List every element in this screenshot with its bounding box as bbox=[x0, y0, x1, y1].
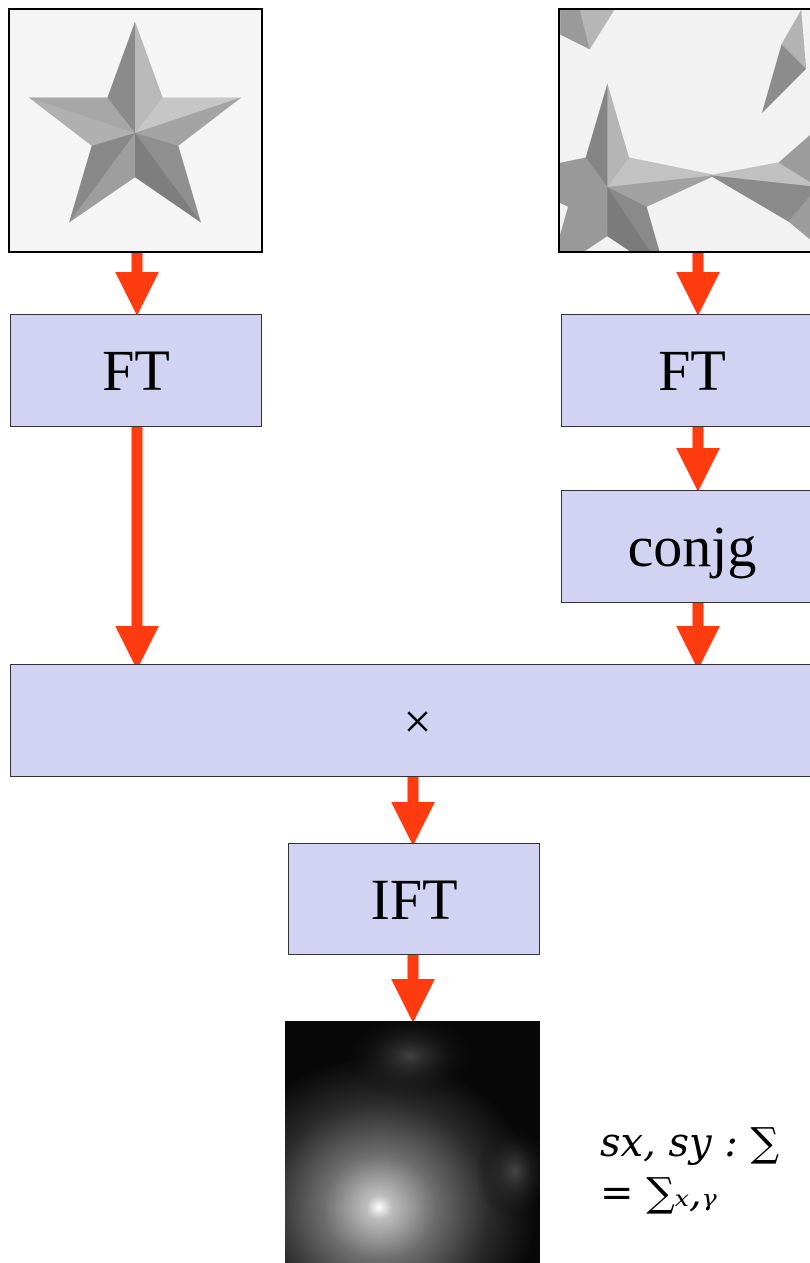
input-star-image bbox=[8, 8, 263, 253]
tiled-star-icon bbox=[560, 10, 810, 251]
multiply-box: × bbox=[10, 664, 810, 777]
formula-line-2: = ∑ₓ,ᵧ bbox=[600, 1170, 717, 1216]
ft-left-box: FT bbox=[10, 314, 262, 427]
input-tiled-star-image bbox=[558, 8, 810, 253]
conjg-box: conjg bbox=[561, 490, 810, 603]
ft-right-box: FT bbox=[561, 314, 810, 427]
star-icon bbox=[10, 10, 261, 251]
output-correlation-image bbox=[285, 1021, 540, 1263]
formula-line-1: sx, sy : ∑ bbox=[600, 1120, 780, 1166]
correlation-heatmap-icon bbox=[285, 1021, 540, 1263]
ift-box: IFT bbox=[288, 843, 540, 955]
